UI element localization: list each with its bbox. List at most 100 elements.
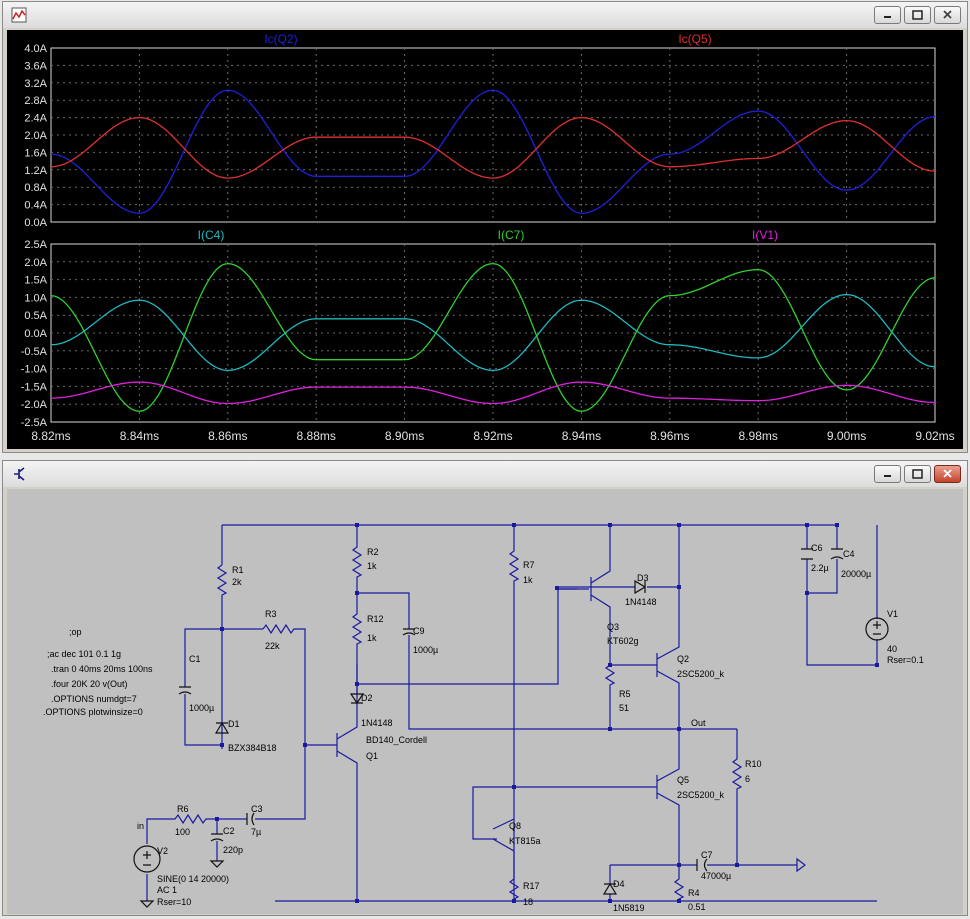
out-net-label: Out bbox=[691, 718, 706, 728]
y-tick-label: -2.5A bbox=[21, 417, 48, 429]
c6-value: 2.2µ bbox=[811, 563, 829, 573]
spice-directive-1[interactable]: ;ac dec 101 0.1 1g bbox=[47, 649, 121, 659]
x-tick-label: 8.94ms bbox=[562, 429, 601, 443]
r7-value: 1k bbox=[523, 575, 533, 585]
r1-name: R1 bbox=[232, 565, 244, 575]
r4-name: R4 bbox=[688, 888, 700, 898]
minimize-button[interactable] bbox=[874, 6, 901, 24]
q5-name: Q5 bbox=[677, 775, 689, 785]
y-tick-label: -1.5A bbox=[21, 381, 48, 393]
d3-name: D3 bbox=[637, 573, 649, 583]
c3-symbol bbox=[247, 813, 254, 825]
c1-symbol bbox=[179, 687, 191, 694]
c4-name: C4 bbox=[843, 549, 855, 559]
spice-directive-5[interactable]: .OPTIONS plotwinsize=0 bbox=[43, 707, 143, 717]
r6-name: R6 bbox=[177, 804, 189, 814]
q3-value: KT602g bbox=[607, 636, 639, 646]
spice-directive-4[interactable]: .OPTIONS numdgt=7 bbox=[51, 694, 137, 704]
c9-value: 1000µ bbox=[413, 645, 438, 655]
spice-directive-0[interactable]: ;op bbox=[69, 627, 82, 637]
r10-name: R10 bbox=[745, 759, 762, 769]
r3-value: 22k bbox=[265, 641, 280, 651]
schematic-symbols bbox=[134, 549, 888, 907]
c4-symbol bbox=[831, 549, 843, 559]
waveform-plots: 4.0A3.6A3.2A2.8A2.4A2.0A1.6A1.2A0.8A0.4A… bbox=[7, 30, 963, 449]
x-tick-label: 8.96ms bbox=[650, 429, 689, 443]
c9-name: C9 bbox=[413, 626, 425, 636]
y-tick-label: 0.0A bbox=[24, 217, 47, 229]
c7-symbol bbox=[697, 859, 707, 871]
c4-value: 20000µ bbox=[841, 569, 871, 579]
x-tick-label: 8.92ms bbox=[473, 429, 512, 443]
r4-value: 0.51 bbox=[688, 902, 706, 912]
x-tick-label: 9.02ms bbox=[915, 429, 954, 443]
series-legend-label[interactable]: I(V1) bbox=[752, 228, 778, 242]
r17-value: 18 bbox=[523, 897, 533, 907]
x-tick-label: 8.88ms bbox=[297, 429, 336, 443]
close-icon bbox=[935, 7, 960, 23]
waveform-icon bbox=[11, 7, 27, 23]
minimize-button[interactable] bbox=[874, 465, 901, 483]
q1-name: Q1 bbox=[366, 751, 378, 761]
y-tick-label: 3.2A bbox=[24, 78, 47, 90]
d4-name: D4 bbox=[613, 879, 625, 889]
y-tick-label: -0.5A bbox=[21, 346, 48, 358]
schematic-icon bbox=[11, 466, 27, 482]
y-tick-label: 0.0A bbox=[24, 328, 47, 340]
c2-symbol bbox=[211, 834, 223, 841]
schematic-canvas[interactable]: R1 2k R3 22k C1 1000µ D1 BZX384B18 R2 1k… bbox=[7, 489, 963, 914]
spice-directive-2[interactable]: .tran 0 40ms 20ms 100ns bbox=[51, 664, 153, 674]
restore-icon bbox=[905, 7, 930, 23]
q8-name: Q8 bbox=[509, 821, 521, 831]
restore-button[interactable] bbox=[904, 465, 931, 483]
schematic-titlebar[interactable] bbox=[3, 461, 967, 487]
schematic-window: R1 2k R3 22k C1 1000µ D1 BZX384B18 R2 1k… bbox=[2, 460, 968, 916]
q1-value: BD140_Cordell bbox=[366, 735, 427, 745]
r6-value: 100 bbox=[175, 827, 190, 837]
series-legend-label[interactable]: I(C4) bbox=[198, 228, 225, 242]
y-tick-label: 1.0A bbox=[24, 292, 47, 304]
series-legend-label[interactable]: Ic(Q5) bbox=[678, 32, 711, 46]
y-tick-label: 2.0A bbox=[24, 130, 47, 142]
schematic-junctions bbox=[215, 523, 879, 903]
restore-icon bbox=[905, 466, 930, 482]
c7-name: C7 bbox=[701, 850, 713, 860]
y-tick-label: 0.8A bbox=[24, 182, 47, 194]
y-tick-label: 0.5A bbox=[24, 310, 47, 322]
c2-value: 220p bbox=[223, 845, 243, 855]
close-button[interactable] bbox=[934, 6, 961, 24]
schematic-drawing: R1 2k R3 22k C1 1000µ D1 BZX384B18 R2 1k… bbox=[7, 489, 963, 914]
restore-button[interactable] bbox=[904, 6, 931, 24]
d3-value: 1N4148 bbox=[625, 597, 657, 607]
q3-name: Q3 bbox=[607, 622, 619, 632]
q8-value: KT815a bbox=[509, 836, 541, 846]
ground-v2-icon bbox=[141, 901, 153, 907]
v2-value: SINE(0 14 20000) bbox=[157, 874, 229, 884]
x-tick-label: 8.98ms bbox=[739, 429, 778, 443]
r2-name: R2 bbox=[367, 547, 379, 557]
series-legend-label[interactable]: Ic(Q2) bbox=[264, 32, 297, 46]
r5-value: 51 bbox=[619, 703, 629, 713]
v1-value: 40 bbox=[887, 644, 897, 654]
y-tick-label: 1.6A bbox=[24, 147, 47, 159]
y-tick-label: 1.2A bbox=[24, 165, 47, 177]
r5-name: R5 bbox=[619, 689, 631, 699]
spice-directives: ;op ;ac dec 101 0.1 1g .tran 0 40ms 20ms 1… bbox=[43, 627, 153, 717]
x-tick-label: 8.86ms bbox=[208, 429, 247, 443]
waveform-titlebar[interactable] bbox=[3, 2, 967, 28]
c7-value: 47000µ bbox=[701, 871, 731, 881]
y-tick-label: 2.5A bbox=[24, 239, 47, 251]
q2-value: 2SC5200_k bbox=[677, 669, 725, 679]
d1-name: D1 bbox=[228, 719, 240, 729]
spice-directive-3[interactable]: .four 20K 20 v(Out) bbox=[51, 679, 128, 689]
q2-name: Q2 bbox=[677, 654, 689, 664]
close-button[interactable] bbox=[934, 465, 961, 483]
y-tick-label: 2.0A bbox=[24, 257, 47, 269]
series-legend-label[interactable]: I(C7) bbox=[498, 228, 525, 242]
r12-name: R12 bbox=[367, 614, 384, 624]
y-tick-label: 1.5A bbox=[24, 275, 47, 287]
r3-name: R3 bbox=[265, 609, 277, 619]
c1-value: 1000µ bbox=[189, 703, 214, 713]
